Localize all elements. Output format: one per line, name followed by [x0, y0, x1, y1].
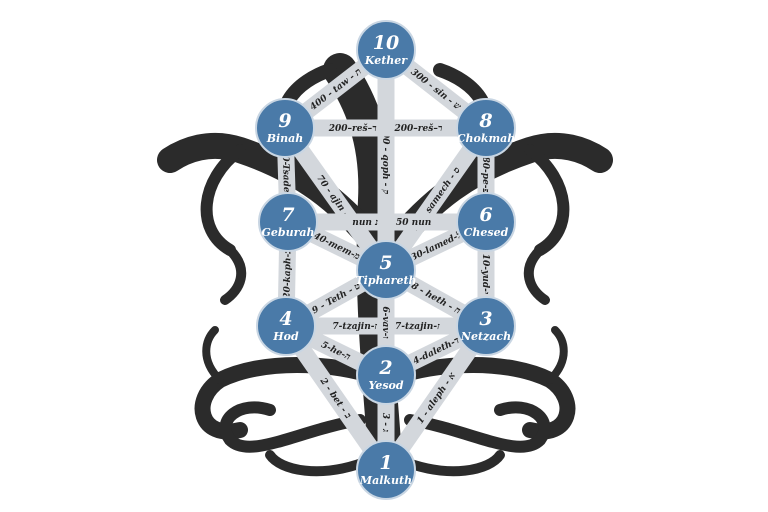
sephira-circle — [456, 296, 516, 356]
path-label: 80-pe-פ — [480, 157, 490, 194]
sephira-number: 5 — [379, 252, 392, 274]
path-label: 1 - aleph - א — [416, 371, 458, 426]
sephira-name: Geburah — [261, 226, 314, 239]
path-label: 6-vav-ו — [380, 306, 390, 338]
sephira-number: 3 — [479, 308, 492, 330]
sephira-name: Chokmah — [457, 132, 515, 145]
sephira-circle — [356, 440, 416, 500]
path-kether-tiphareth: 100 - qoph - ק — [377, 50, 395, 270]
sephira-name: Tiphareth — [355, 274, 416, 287]
sephira-number: 10 — [373, 32, 399, 54]
sephira-number: 6 — [479, 204, 492, 226]
sephira-name: Malkuth — [359, 474, 412, 487]
sephira-circle — [258, 192, 318, 252]
sephira-circle — [456, 192, 516, 252]
sephira-number: 9 — [278, 110, 291, 132]
path-label: 3 - ג — [380, 413, 390, 432]
sephira-circle — [356, 345, 416, 405]
sephira-circle — [256, 296, 316, 356]
sephira-number: 7 — [281, 204, 294, 226]
sephira-name: Yesod — [368, 379, 403, 392]
sephira-name: Hod — [272, 330, 299, 343]
sephira-circle — [356, 20, 416, 80]
sephira-number: 1 — [379, 452, 392, 474]
sephira-name: Netzach — [460, 330, 511, 343]
sephira-number: 8 — [478, 110, 492, 132]
sephira-name: Binah — [266, 132, 304, 145]
path-label: 20-kaph-כ — [283, 249, 294, 299]
sephira-circle — [456, 98, 516, 158]
sephira-circle — [356, 240, 416, 300]
sephira-name: Kether — [364, 54, 408, 67]
sephira-circle — [255, 98, 315, 158]
sephira-number: 2 — [378, 357, 392, 379]
sephira-name: Chesed — [464, 226, 509, 239]
sephira-number: 4 — [279, 308, 292, 330]
path-label: 10-yud-י — [480, 254, 490, 295]
path-label: 100 - qoph - ק — [380, 126, 390, 195]
path-label: 90-Tsade-צ — [280, 149, 292, 202]
